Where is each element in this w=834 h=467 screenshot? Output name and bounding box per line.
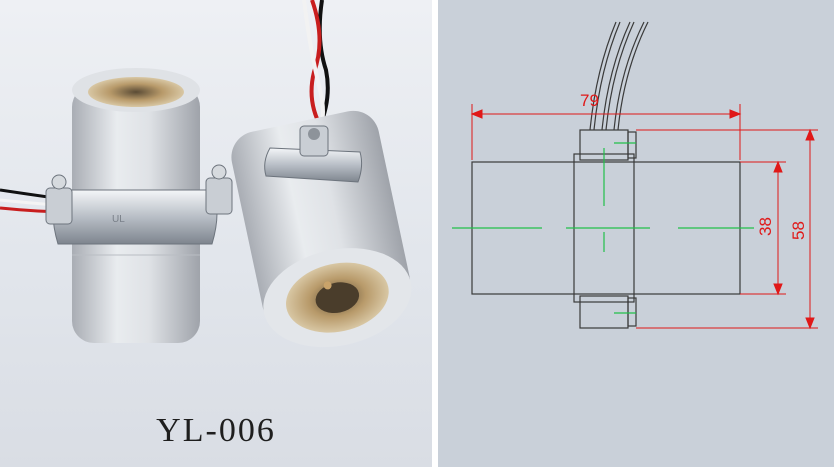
svg-text:UL: UL (112, 214, 125, 225)
panel-divider (432, 0, 438, 467)
product-photo-panel: UL YL-006 (0, 0, 432, 467)
dimension-outer-height (636, 128, 818, 330)
dimension-drawing: 79 38 58 (452, 21, 818, 330)
dimension-length-label: 79 (580, 91, 599, 110)
drawing-outline (471, 129, 741, 329)
lead-wires-right (302, 0, 330, 135)
dimension-outer-height-label: 58 (789, 221, 808, 240)
model-label: YL-006 (156, 412, 276, 449)
drawing-centerlines (452, 142, 754, 314)
dimension-inner-height (740, 160, 786, 296)
dimension-drawing-panel: 79 38 58 (438, 0, 834, 467)
clamp-right (264, 125, 363, 183)
drawing-wires (589, 21, 649, 131)
dimension-length (470, 104, 742, 160)
clamp-left: UL (45, 164, 233, 245)
dimension-inner-height-label: 38 (756, 217, 775, 236)
product-photo: UL (0, 0, 412, 348)
